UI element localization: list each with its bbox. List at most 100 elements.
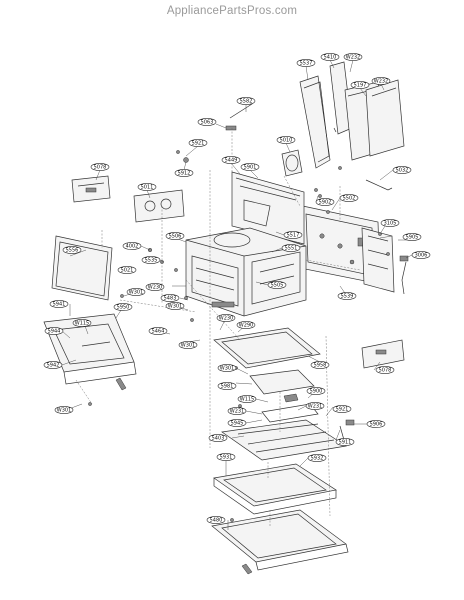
callout-p5011[interactable]: 5011 [137,183,157,191]
callout-label: 5900 [310,389,323,395]
callout-label: 5078 [379,368,392,374]
callout-p5010[interactable]: 5010 [276,136,296,144]
callout-p5537[interactable]: 5537 [296,59,316,67]
callout-label: 5911 [339,440,352,446]
callout-label: 3006 [415,253,428,259]
callout-p5945[interactable]: 5945 [227,419,247,427]
callout-p5942[interactable]: 5942 [43,361,63,369]
callout-p5911[interactable]: 5911 [335,438,355,446]
callout-p5449[interactable]: 5449 [221,156,241,164]
callout-label: W115 [75,321,90,327]
callout-pW231b[interactable]: W231 [305,402,325,410]
callout-label: 5958 [314,363,327,369]
callout-label: W290 [239,323,254,329]
callout-pW301d[interactable]: W301 [217,364,237,372]
callout-label: 5944 [48,329,61,335]
callout-p5906[interactable]: 5906 [366,420,386,428]
callout-p4002[interactable]: 4002 [122,242,142,250]
callout-label: W232 [374,79,389,85]
callout-label: 5921 [336,407,349,413]
callout-label: W301 [129,290,144,296]
callout-p5944[interactable]: 5944 [44,327,64,335]
callout-p5502[interactable]: 5502 [339,194,359,202]
callout-label: 5942 [47,363,60,369]
callout-p5464[interactable]: 5464 [148,327,168,335]
callout-pW230b[interactable]: W230 [216,314,236,322]
callout-label: 5502 [343,196,356,202]
callout-p5021[interactable]: 5021 [117,266,137,274]
callout-pW232a[interactable]: W232 [343,53,363,61]
callout-p5905[interactable]: 5905 [402,233,422,241]
callout-label: 5480 [210,518,223,524]
callout-label: 5901 [244,165,257,171]
callout-p5941[interactable]: 5941 [49,300,69,308]
callout-pW290[interactable]: W290 [236,321,256,329]
callout-p5078a[interactable]: 5078 [90,163,110,171]
callout-label: W301 [220,366,235,372]
callout-p5556[interactable]: 5556 [62,246,82,254]
callout-p5410[interactable]: 5410 [320,53,340,61]
callout-label: 5011 [141,185,154,191]
callout-p5539[interactable]: 5539 [337,292,357,300]
callout-p5078b[interactable]: 5078 [375,366,395,374]
callout-pW115b[interactable]: W115 [237,395,257,403]
callout-p5063[interactable]: 5063 [197,118,217,126]
callout-p5902[interactable]: 5902 [315,198,335,206]
callout-p3006[interactable]: 3006 [411,251,431,259]
callout-pW301a[interactable]: W301 [126,288,146,296]
callout-p3105[interactable]: 3105 [380,219,400,227]
callout-p5506[interactable]: 5506 [165,232,185,240]
callout-label: W232 [346,55,361,61]
callout-pW301c[interactable]: W301 [178,341,198,349]
callout-label: 5551 [285,246,298,252]
callout-label: 5535 [145,258,158,264]
callout-label: 5556 [66,248,79,254]
oven-cavity-drawing [185,171,307,317]
callout-label: 5921 [192,141,205,147]
rear-panel-drawing [297,204,395,293]
callout-pW231a[interactable]: W231 [227,407,247,415]
callout-label: 5032 [396,168,409,174]
callout-label: 5981 [221,384,234,390]
callout-p5950[interactable]: 5950 [113,303,133,311]
callout-p5921b[interactable]: 5921 [332,405,352,413]
callout-label: 5945 [231,421,244,427]
callout-p5901[interactable]: 5901 [240,163,260,171]
callout-pW232b[interactable]: W232 [371,77,391,85]
callout-p5551[interactable]: 5551 [281,244,301,252]
callout-label: 5483 [164,296,177,302]
callout-p5931[interactable]: 5931 [216,453,236,461]
callout-p5900[interactable]: 5900 [306,387,326,395]
callout-p5032[interactable]: 5032 [392,166,412,174]
callout-p5403[interactable]: 5403 [208,434,228,442]
callout-p5921a[interactable]: 5921 [188,139,208,147]
site-title: AppliancePartsPros.com [166,5,298,17]
callout-label: 5902 [319,200,332,206]
callout-label: 5539 [341,294,354,300]
callout-label: 4002 [126,244,139,250]
callout-pW230a[interactable]: W230 [145,283,165,291]
callout-label: 5537 [300,61,313,67]
callout-p5981[interactable]: 5981 [217,382,237,390]
callout-label: 5912 [178,171,191,177]
callout-p5582[interactable]: 5582 [236,97,256,105]
callout-p5958[interactable]: 5958 [310,361,330,369]
callout-p5932[interactable]: 5932 [307,454,327,462]
callout-pW301b[interactable]: W301 [165,302,185,310]
callout-p5480[interactable]: 5480 [206,516,226,524]
callout-pW301e[interactable]: W301 [54,406,74,414]
bottom-stack-drawing [211,327,405,575]
callout-label: 5905 [406,235,419,241]
callout-label: 5950 [117,305,130,311]
left-parts-drawing [43,175,185,391]
callout-p5197[interactable]: 5197 [350,81,370,89]
callout-pW115a[interactable]: W115 [72,319,92,327]
callout-p5535[interactable]: 5535 [141,256,161,264]
callout-label: W301 [57,408,72,414]
callout-label: W301 [181,343,196,349]
callout-p5517[interactable]: 5517 [283,231,303,239]
callout-p5483[interactable]: 5483 [160,294,180,302]
callout-p5912[interactable]: 5912 [174,169,194,177]
callout-p5505[interactable]: 5505 [267,281,287,289]
